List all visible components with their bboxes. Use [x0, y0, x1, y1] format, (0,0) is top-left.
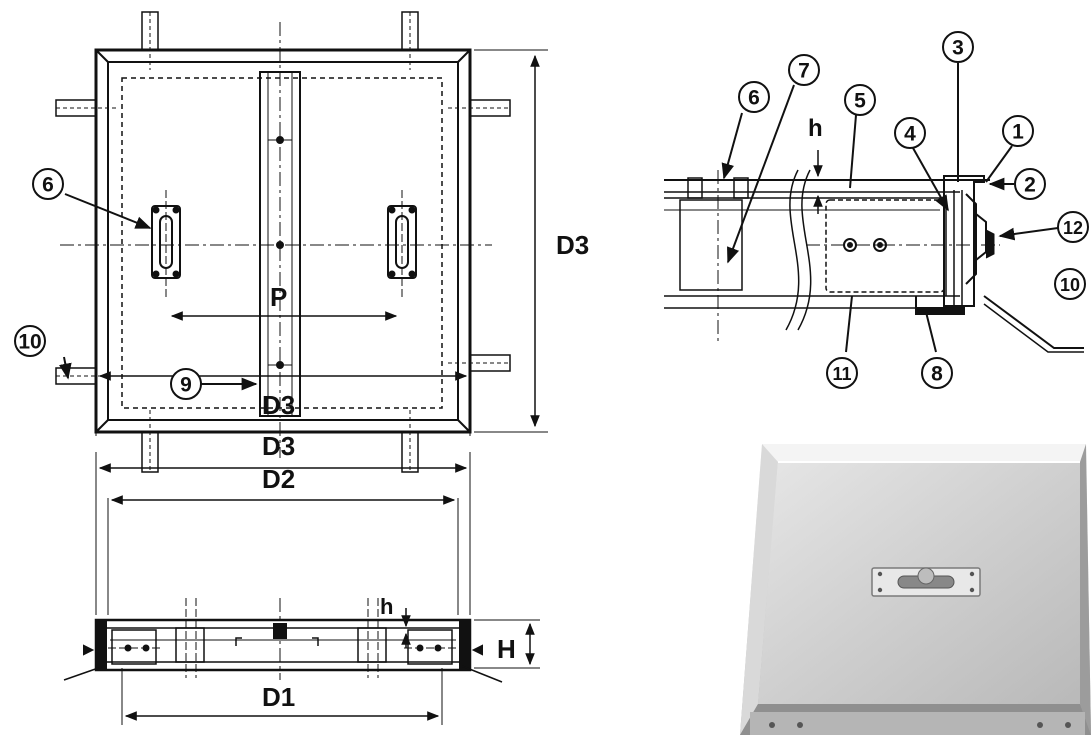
dim-d3-plan-vertical: D3	[556, 230, 589, 260]
callout-9	[170, 368, 202, 400]
callout-8-text: 8	[931, 363, 943, 386]
section-view	[63, 452, 540, 725]
dim-h-detail: h	[808, 115, 823, 142]
callout-3-text: 3	[952, 37, 964, 60]
product-photo	[740, 444, 1091, 735]
callout-5-text: 5	[854, 90, 866, 113]
detail-callouts: 6 7 5 4 3 1 2 12 10 11 8 h	[738, 31, 1089, 389]
callout-6-detail	[738, 81, 770, 113]
dim-h-section: h	[380, 594, 393, 619]
callout-10-detail	[1054, 268, 1086, 300]
callout-6-detail-text: 6	[748, 87, 760, 110]
callout-6-left-text: 6	[42, 174, 54, 197]
dim-d2-section: D2	[262, 464, 295, 494]
callout-7-text: 7	[798, 60, 810, 83]
edge-detail-view	[664, 63, 1084, 353]
callout-1	[1002, 115, 1034, 147]
callout-7	[788, 54, 820, 86]
callout-10-left-text: 10	[18, 331, 41, 354]
dim-d1-section: D1	[262, 682, 295, 712]
dim-d3-section: D3	[262, 431, 295, 461]
callout-11-text: 11	[832, 364, 851, 384]
callout-10-detail-text: 10	[1060, 275, 1080, 295]
dim-p-label: P	[270, 282, 287, 312]
callout-6-left	[32, 168, 64, 200]
plan-view	[55, 11, 548, 473]
callout-8	[921, 357, 953, 389]
callout-4-text: 4	[904, 123, 916, 146]
callout-10-left	[14, 325, 46, 357]
callout-12	[1057, 211, 1089, 243]
callout-3	[942, 31, 974, 63]
callout-2	[1014, 168, 1046, 200]
dim-d3-plan-horizontal: D3	[262, 390, 295, 420]
dim-H-section: H	[497, 634, 516, 664]
callout-2-text: 2	[1024, 174, 1036, 197]
callout-11	[826, 357, 858, 389]
callout-9-text: 9	[180, 374, 192, 397]
callout-5	[844, 84, 876, 116]
callout-4	[894, 117, 926, 149]
callout-1-text: 1	[1012, 121, 1024, 144]
callout-12-text: 12	[1063, 218, 1083, 238]
